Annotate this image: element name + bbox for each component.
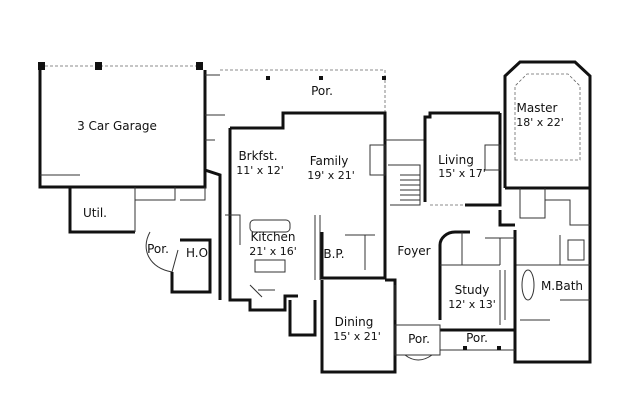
label-living: Living [438, 153, 474, 167]
size-family: 19' x 21' [307, 169, 355, 182]
size-living: 15' x 17' [438, 167, 486, 180]
label-rear-porch: Por. [311, 84, 333, 98]
label-bp: B.P. [323, 247, 344, 261]
dining-walls [320, 278, 397, 374]
rear-porch [220, 69, 386, 113]
label-study: Study [455, 283, 490, 297]
label-dining: Dining [335, 315, 374, 329]
foyer-study-walls [438, 210, 515, 332]
label-util: Util. [83, 206, 107, 220]
label-foyer: Foyer [397, 244, 430, 258]
label-study-porch: Por. [466, 331, 488, 345]
main-walls [225, 111, 425, 337]
size-master: 18' x 22' [516, 116, 564, 129]
label-garage: 3 Car Garage [77, 119, 157, 133]
label-kitchen: Kitchen [250, 230, 295, 244]
master-bath-walls [513, 188, 592, 364]
label-family: Family [310, 154, 349, 168]
size-study: 12' x 13' [448, 298, 496, 311]
size-brkfst: 11' x 12' [236, 164, 284, 177]
label-ho: H.O [186, 246, 208, 260]
size-kitchen: 21' x 16' [249, 245, 297, 258]
living-walls [423, 111, 502, 207]
room-labels: 3 Car Garage Por. Master 18' x 22' Brkfs… [77, 84, 583, 346]
utility-walls [68, 70, 225, 300]
label-brkfst: Brkfst. [238, 149, 277, 163]
label-side-porch: Por. [147, 242, 169, 256]
label-master: Master [517, 101, 558, 115]
front-porches [394, 324, 515, 361]
size-dining: 15' x 21' [333, 330, 381, 343]
label-mbath: M.Bath [541, 279, 583, 293]
label-front-porch: Por. [408, 332, 430, 346]
